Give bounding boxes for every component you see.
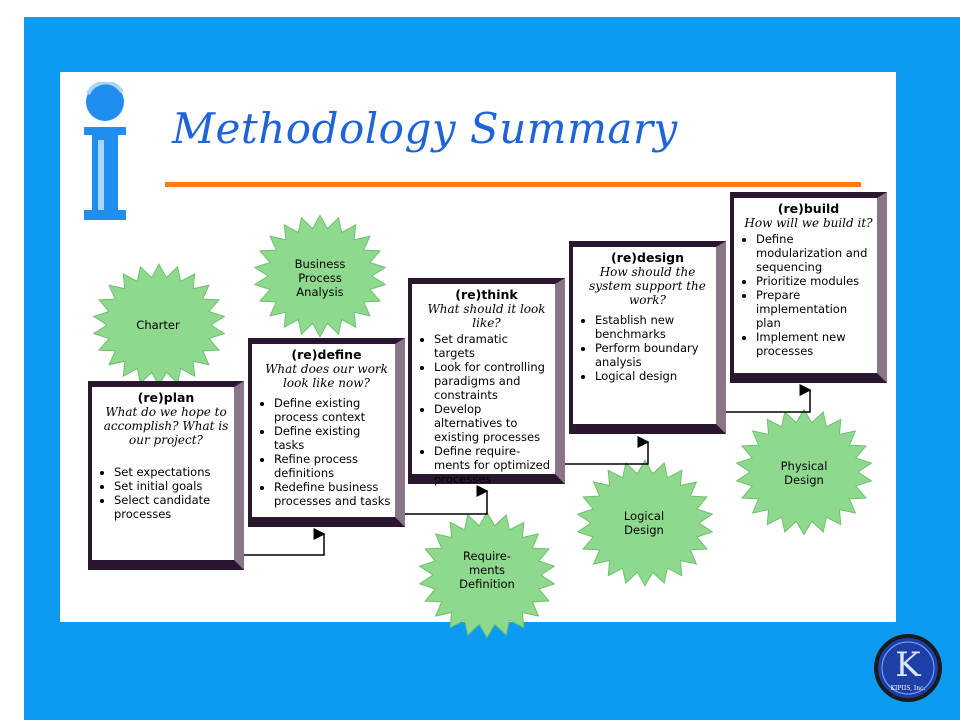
list-item: Redefine business processes and tasks [274, 480, 391, 508]
list-item: Select candidate processes [114, 493, 230, 521]
logo-text: KIPIIS, Inc. [891, 685, 926, 692]
step-question: How should the system support the work? [589, 265, 706, 307]
step-list: Define modularization and sequencing Pri… [744, 232, 873, 358]
step-heading: (re)think [455, 287, 518, 302]
starburst-charter [92, 263, 226, 387]
logo-letter: K [895, 645, 921, 685]
list-item: Define existing process context [274, 396, 391, 424]
step-rethink: (re)think What should it look like? Set … [408, 278, 565, 486]
page-title: Methodology Summary [172, 104, 678, 153]
step-replan: (re)plan What do we hope to accomplish? … [88, 381, 244, 570]
step-question: What should it look like? [427, 302, 546, 330]
list-item: Prepare implementation plan [756, 288, 873, 330]
connector-arrow-4 [725, 384, 812, 413]
list-item: Prioritize modules [756, 274, 873, 288]
list-item: Implement new processes [756, 330, 873, 358]
step-list: Set dramatic targets Look for controllin… [422, 332, 551, 486]
list-item: Refine process definitions [274, 452, 391, 480]
step-redesign: (re)design How should the system support… [569, 241, 726, 434]
info-icon [84, 82, 126, 220]
list-item: Set initial goals [114, 479, 230, 493]
connector-arrow-2 [404, 485, 489, 515]
list-item: Perform boundary analysis [595, 341, 712, 369]
list-item: Define require-ments for optimized proce… [434, 444, 551, 486]
step-heading: (re)design [610, 250, 685, 265]
title-rule [165, 182, 861, 187]
list-item: Define modularization and sequencing [756, 232, 873, 274]
list-item: Set expectations [114, 465, 230, 479]
step-heading: (re)define [291, 347, 362, 362]
step-heading: (re)plan [137, 390, 195, 405]
connector-arrow-1 [243, 528, 326, 556]
step-redefine: (re)define What does our work look like … [248, 338, 405, 527]
starburst-business-process-analysis [253, 214, 387, 338]
kipiis-logo: K KIPIIS, Inc. [874, 634, 942, 702]
connector-arrow-3 [564, 436, 650, 465]
step-question: What do we hope to accomplish? What is o… [103, 405, 229, 447]
step-list: Set expectations Set initial goals Selec… [102, 465, 230, 521]
step-list: Establish new benchmarks Perform boundar… [583, 313, 712, 383]
list-item: Establish new benchmarks [595, 313, 712, 341]
list-item: Define existing tasks [274, 424, 391, 452]
starburst-logical-design [576, 459, 714, 587]
starburst-requirements-definition [418, 511, 556, 639]
step-list: Define existing process context Define e… [262, 396, 391, 508]
list-item: Develop alternatives to existing process… [434, 402, 551, 444]
step-rebuild: (re)build How will we build it? Define m… [730, 192, 887, 383]
list-item: Look for controlling paradigms and const… [434, 360, 551, 402]
step-question: How will we build it? [744, 216, 873, 230]
starburst-physical-design [735, 408, 873, 536]
list-item: Logical design [595, 369, 712, 383]
step-question: What does our work look like now? [265, 362, 388, 390]
list-item: Set dramatic targets [434, 332, 551, 360]
step-heading: (re)build [777, 201, 840, 216]
